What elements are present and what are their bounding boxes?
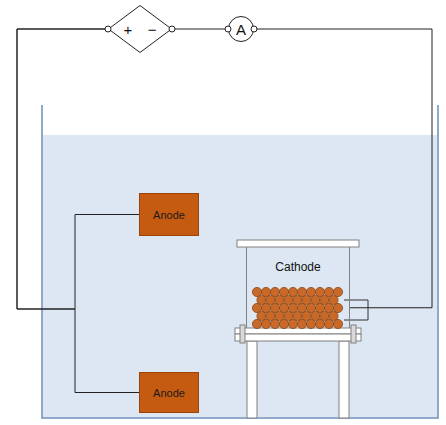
wire — [172, 29, 228, 30]
particle — [288, 319, 297, 328]
particle — [315, 319, 324, 328]
wire — [17, 29, 139, 393]
particle — [270, 319, 279, 328]
node-label: − — [148, 21, 157, 38]
node-label: + — [123, 21, 132, 38]
particle — [324, 319, 333, 328]
power-supply: +− — [108, 5, 172, 53]
diamond-outline — [108, 5, 172, 53]
stand-leg — [339, 341, 349, 418]
tank-wall — [42, 105, 438, 418]
particle — [261, 319, 270, 328]
electrolyte — [43, 135, 437, 417]
anode-plate: Anode — [139, 193, 199, 236]
particle — [279, 319, 288, 328]
current-collector — [344, 300, 368, 320]
anode-plate: Anode — [139, 372, 199, 413]
particle-bed — [252, 287, 342, 328]
node-label: Anode — [153, 209, 185, 221]
terminal — [169, 26, 175, 32]
node-label: Cathode — [247, 260, 349, 274]
particle — [306, 319, 315, 328]
bolt — [351, 325, 356, 343]
node-label: A — [236, 21, 246, 38]
particle — [297, 319, 306, 328]
wire — [17, 29, 139, 309]
ammeter: A — [228, 16, 254, 42]
top-plate — [237, 240, 359, 247]
stand-leg — [247, 341, 257, 418]
terminal — [251, 26, 257, 32]
terminal — [225, 26, 231, 32]
terminal — [105, 26, 111, 32]
flange — [235, 328, 361, 334]
flange — [235, 334, 361, 341]
particle — [333, 319, 342, 328]
particle — [252, 319, 261, 328]
bolt — [240, 325, 245, 343]
node-label: Anode — [153, 387, 185, 399]
cathode-cell: Cathode — [246, 247, 350, 328]
